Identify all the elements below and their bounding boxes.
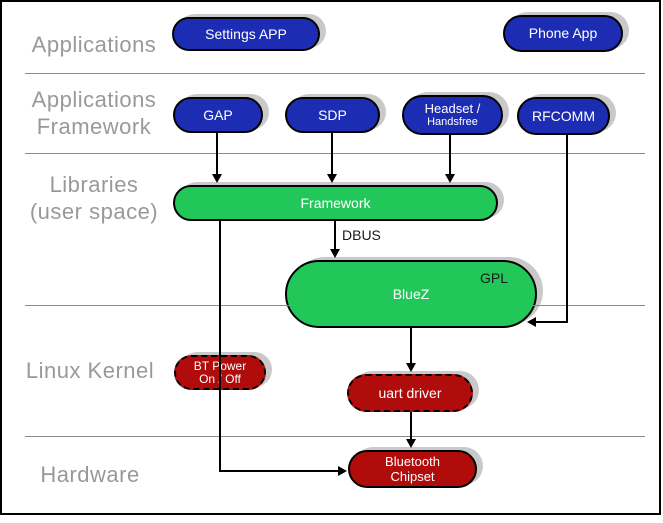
layer-label-applications: Applications xyxy=(20,31,168,58)
layer-label-applications-framework-line1: Applications xyxy=(31,87,157,112)
rfcomm-node: RFCOMM xyxy=(517,97,610,135)
headset-to-framework-arrowhead xyxy=(445,174,455,183)
framework-to-chipset-line-vertical xyxy=(219,220,221,472)
layer-label-linux-kernel: Linux Kernel xyxy=(15,357,165,384)
divider-applications-framework xyxy=(25,153,645,154)
rfcomm-label: RFCOMM xyxy=(532,107,595,124)
dbus-annotation: DBUS xyxy=(342,227,381,243)
settings-app-node: Settings APP xyxy=(172,17,320,51)
uart-to-chipset-arrowhead xyxy=(406,439,416,448)
bluez-gpl-tag: GPL xyxy=(479,270,508,286)
gap-to-framework-arrowhead xyxy=(212,174,222,183)
sdp-to-framework-arrowhead xyxy=(327,174,337,183)
layer-label-libraries-line1: Libraries xyxy=(49,172,139,197)
layer-label-applications-text: Applications xyxy=(31,32,157,57)
settings-app-label: Settings APP xyxy=(205,25,287,42)
layer-label-libraries: Libraries (user space) xyxy=(15,171,173,225)
headset-to-framework-line xyxy=(449,135,451,176)
divider-libraries xyxy=(25,305,645,306)
framework-to-bluez-arrowhead xyxy=(330,249,340,258)
phone-app-label: Phone App xyxy=(528,25,598,41)
framework-to-chipset-line-horizontal xyxy=(219,470,339,472)
uart-driver-node: uart driver xyxy=(347,374,473,412)
divider-linux-kernel xyxy=(25,436,645,437)
gap-label: GAP xyxy=(203,106,233,123)
layer-label-hardware: Hardware xyxy=(15,461,165,488)
framework-label: Framework xyxy=(300,194,371,211)
framework-to-bluez-line xyxy=(334,220,336,251)
bluetooth-chipset-label-line1: Bluetooth xyxy=(385,454,440,469)
rfcomm-to-bluez-line-horizontal xyxy=(534,321,568,323)
rfcomm-to-bluez-line-vertical xyxy=(566,135,568,323)
bluez-label: BlueZ xyxy=(392,285,430,302)
framework-node: Framework xyxy=(173,185,498,221)
layer-label-libraries-line2: (user space) xyxy=(29,199,159,224)
phone-app-node: Phone App xyxy=(503,15,623,52)
gap-to-framework-line xyxy=(216,132,218,176)
layer-label-applications-framework: Applications Framework xyxy=(15,86,173,140)
bluez-node: BlueZ GPL xyxy=(285,260,537,328)
uart-to-chipset-line xyxy=(410,412,412,441)
uart-driver-label: uart driver xyxy=(378,384,442,401)
bluetooth-chipset-node: Bluetooth Chipset xyxy=(348,450,477,488)
sdp-label: SDP xyxy=(318,106,347,123)
bluetooth-chipset-label-line2: Chipset xyxy=(390,469,435,484)
headset-handsfree-node: Headset / Handsfree xyxy=(402,95,503,135)
layer-label-hardware-text: Hardware xyxy=(40,462,140,487)
layer-label-applications-framework-line2: Framework xyxy=(36,114,152,139)
bluez-to-uart-arrowhead xyxy=(406,363,416,372)
bluez-to-uart-line xyxy=(410,328,412,365)
headset-handsfree-label-line1: Headset / xyxy=(424,101,481,116)
sdp-to-framework-line xyxy=(331,132,333,176)
gap-node: GAP xyxy=(173,97,263,133)
divider-applications xyxy=(25,73,645,74)
rfcomm-to-bluez-arrowhead xyxy=(527,317,536,327)
framework-to-chipset-arrowhead xyxy=(338,466,347,476)
sdp-node: SDP xyxy=(285,97,380,133)
layer-label-linux-kernel-text: Linux Kernel xyxy=(25,358,155,383)
headset-handsfree-label-line2: Handsfree xyxy=(427,116,478,128)
